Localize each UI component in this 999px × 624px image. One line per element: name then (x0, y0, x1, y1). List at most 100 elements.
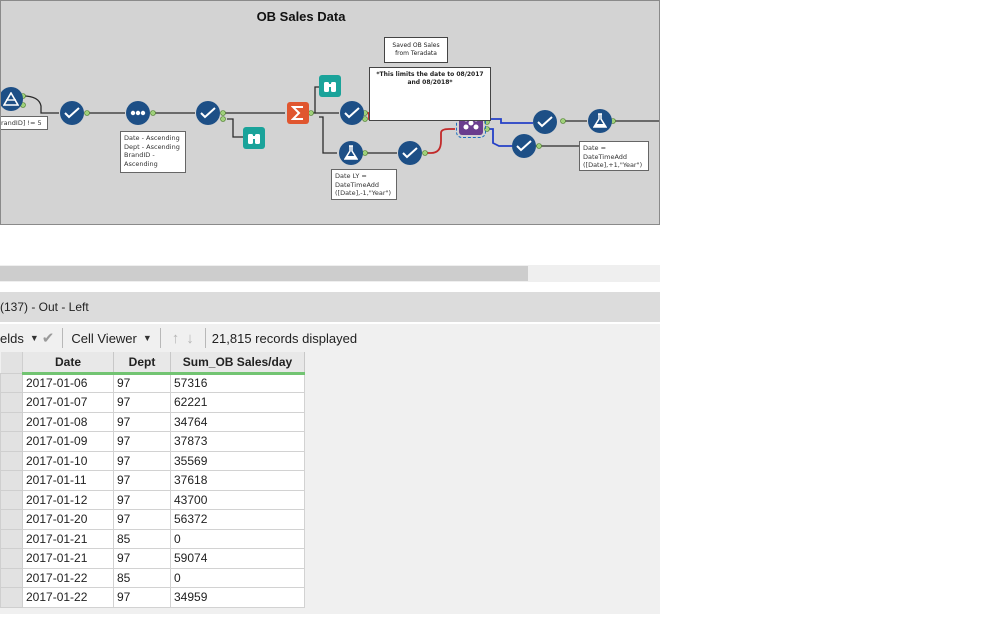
cell-dept[interactable]: 97 (113, 431, 171, 452)
select-tool[interactable] (196, 101, 220, 125)
checkmark-icon (200, 107, 216, 119)
select-tool[interactable] (60, 101, 84, 125)
filter-tool[interactable] (1, 87, 23, 111)
binoculars-icon (324, 82, 336, 92)
column-header-sum-ob-sales[interactable]: Sum_OB Sales/day (170, 352, 305, 375)
flask-icon (344, 145, 358, 160)
fields-dropdown[interactable]: elds ▼ ✔ (0, 324, 58, 352)
sigma-icon (291, 106, 303, 120)
formula-tool[interactable] (339, 141, 363, 165)
sort-tool[interactable] (126, 101, 150, 125)
cell-sum[interactable]: 0 (170, 567, 305, 588)
cell-dept[interactable]: 97 (113, 392, 171, 413)
row-header[interactable] (0, 548, 23, 569)
cell-sum[interactable]: 57316 (170, 372, 305, 393)
cell-date[interactable]: 2017-01-12 (22, 489, 114, 510)
cell-date[interactable]: 2017-01-21 (22, 528, 114, 549)
cell-dept[interactable]: 97 (113, 587, 171, 608)
saved-sales-comment[interactable]: Saved OB Sales from Teradata (384, 37, 448, 63)
results-header: (137) - Out - Left (0, 292, 660, 322)
row-header[interactable] (0, 372, 23, 393)
select-tool[interactable] (512, 134, 536, 158)
cell-dept[interactable]: 97 (113, 411, 171, 432)
checkmark-icon[interactable]: ✔ (41, 330, 55, 347)
row-header[interactable] (0, 587, 23, 608)
cell-date[interactable]: 2017-01-21 (22, 548, 114, 569)
toolbar-separator (62, 328, 64, 348)
records-count: 21,815 records displayed (211, 330, 358, 346)
summarize-tool[interactable] (287, 102, 309, 124)
cell-date[interactable]: 2017-01-08 (22, 411, 114, 432)
cell-dept[interactable]: 97 (113, 548, 171, 569)
cell-sum[interactable]: 34959 (170, 587, 305, 608)
horizontal-scrollbar[interactable] (0, 265, 660, 282)
row-header[interactable] (0, 528, 23, 549)
connection-wire-red (423, 128, 455, 154)
column-header-dept[interactable]: Dept (113, 352, 171, 375)
cell-sum[interactable]: 62221 (170, 392, 305, 413)
formula-tool[interactable] (588, 109, 612, 133)
cell-dept[interactable]: 85 (113, 567, 171, 588)
date-limit-comment[interactable]: *This limits the date to 08/2017 and 08/… (369, 67, 491, 121)
canvas-title: OB Sales Data (256, 9, 346, 24)
caret-down-icon: ▼ (142, 333, 152, 343)
cell-dept[interactable]: 97 (113, 509, 171, 530)
cell-date[interactable]: 2017-01-22 (22, 567, 114, 588)
cell-sum[interactable]: 34764 (170, 411, 305, 432)
cell-date[interactable]: 2017-01-06 (22, 372, 114, 393)
row-header[interactable] (0, 509, 23, 530)
cell-dept[interactable]: 97 (113, 372, 171, 393)
cell-dept[interactable]: 97 (113, 489, 171, 510)
row-header[interactable] (0, 392, 23, 413)
cell-sum[interactable]: 59074 (170, 548, 305, 569)
filter-icon (3, 92, 19, 106)
row-header[interactable] (0, 567, 23, 588)
row-header[interactable] (0, 411, 23, 432)
cell-dept[interactable]: 97 (113, 470, 171, 491)
row-header[interactable] (0, 489, 23, 510)
select-tool[interactable] (398, 141, 422, 165)
arrow-down-icon[interactable]: ↓ (186, 329, 194, 347)
cell-sum[interactable]: 43700 (170, 489, 305, 510)
select-tool[interactable] (533, 110, 557, 134)
cell-dept[interactable]: 97 (113, 450, 171, 471)
cell-date[interactable]: 2017-01-22 (22, 587, 114, 608)
cell-sum[interactable]: 0 (170, 528, 305, 549)
row-header[interactable] (0, 470, 23, 491)
cell-date[interactable]: 2017-01-10 (22, 450, 114, 471)
cell-date[interactable]: 2017-01-09 (22, 431, 114, 452)
browse-tool[interactable] (243, 127, 265, 149)
cell-sum[interactable]: 37618 (170, 470, 305, 491)
cell-viewer-dropdown[interactable]: Cell Viewer ▼ (67, 324, 155, 352)
cell-date[interactable]: 2017-01-11 (22, 470, 114, 491)
connection-wire (22, 95, 59, 114)
browse-tool[interactable] (319, 75, 341, 97)
cell-dept[interactable]: 85 (113, 528, 171, 549)
cell-sum[interactable]: 56372 (170, 509, 305, 530)
select-tool[interactable] (340, 101, 364, 125)
cell-date[interactable]: 2017-01-20 (22, 509, 114, 530)
column-header-date[interactable]: Date (22, 352, 114, 375)
cell-date[interactable]: 2017-01-07 (22, 392, 114, 413)
row-header[interactable] (0, 450, 23, 471)
scrollbar-thumb[interactable] (0, 266, 528, 281)
arrow-up-icon[interactable]: ↑ (171, 329, 180, 347)
cell-sum[interactable]: 35569 (170, 450, 305, 471)
cell-sum[interactable]: 37873 (170, 431, 305, 452)
workflow-canvas[interactable]: OB Sales Data (0, 0, 660, 225)
row-header[interactable] (0, 431, 23, 452)
checkmark-icon (516, 140, 532, 152)
